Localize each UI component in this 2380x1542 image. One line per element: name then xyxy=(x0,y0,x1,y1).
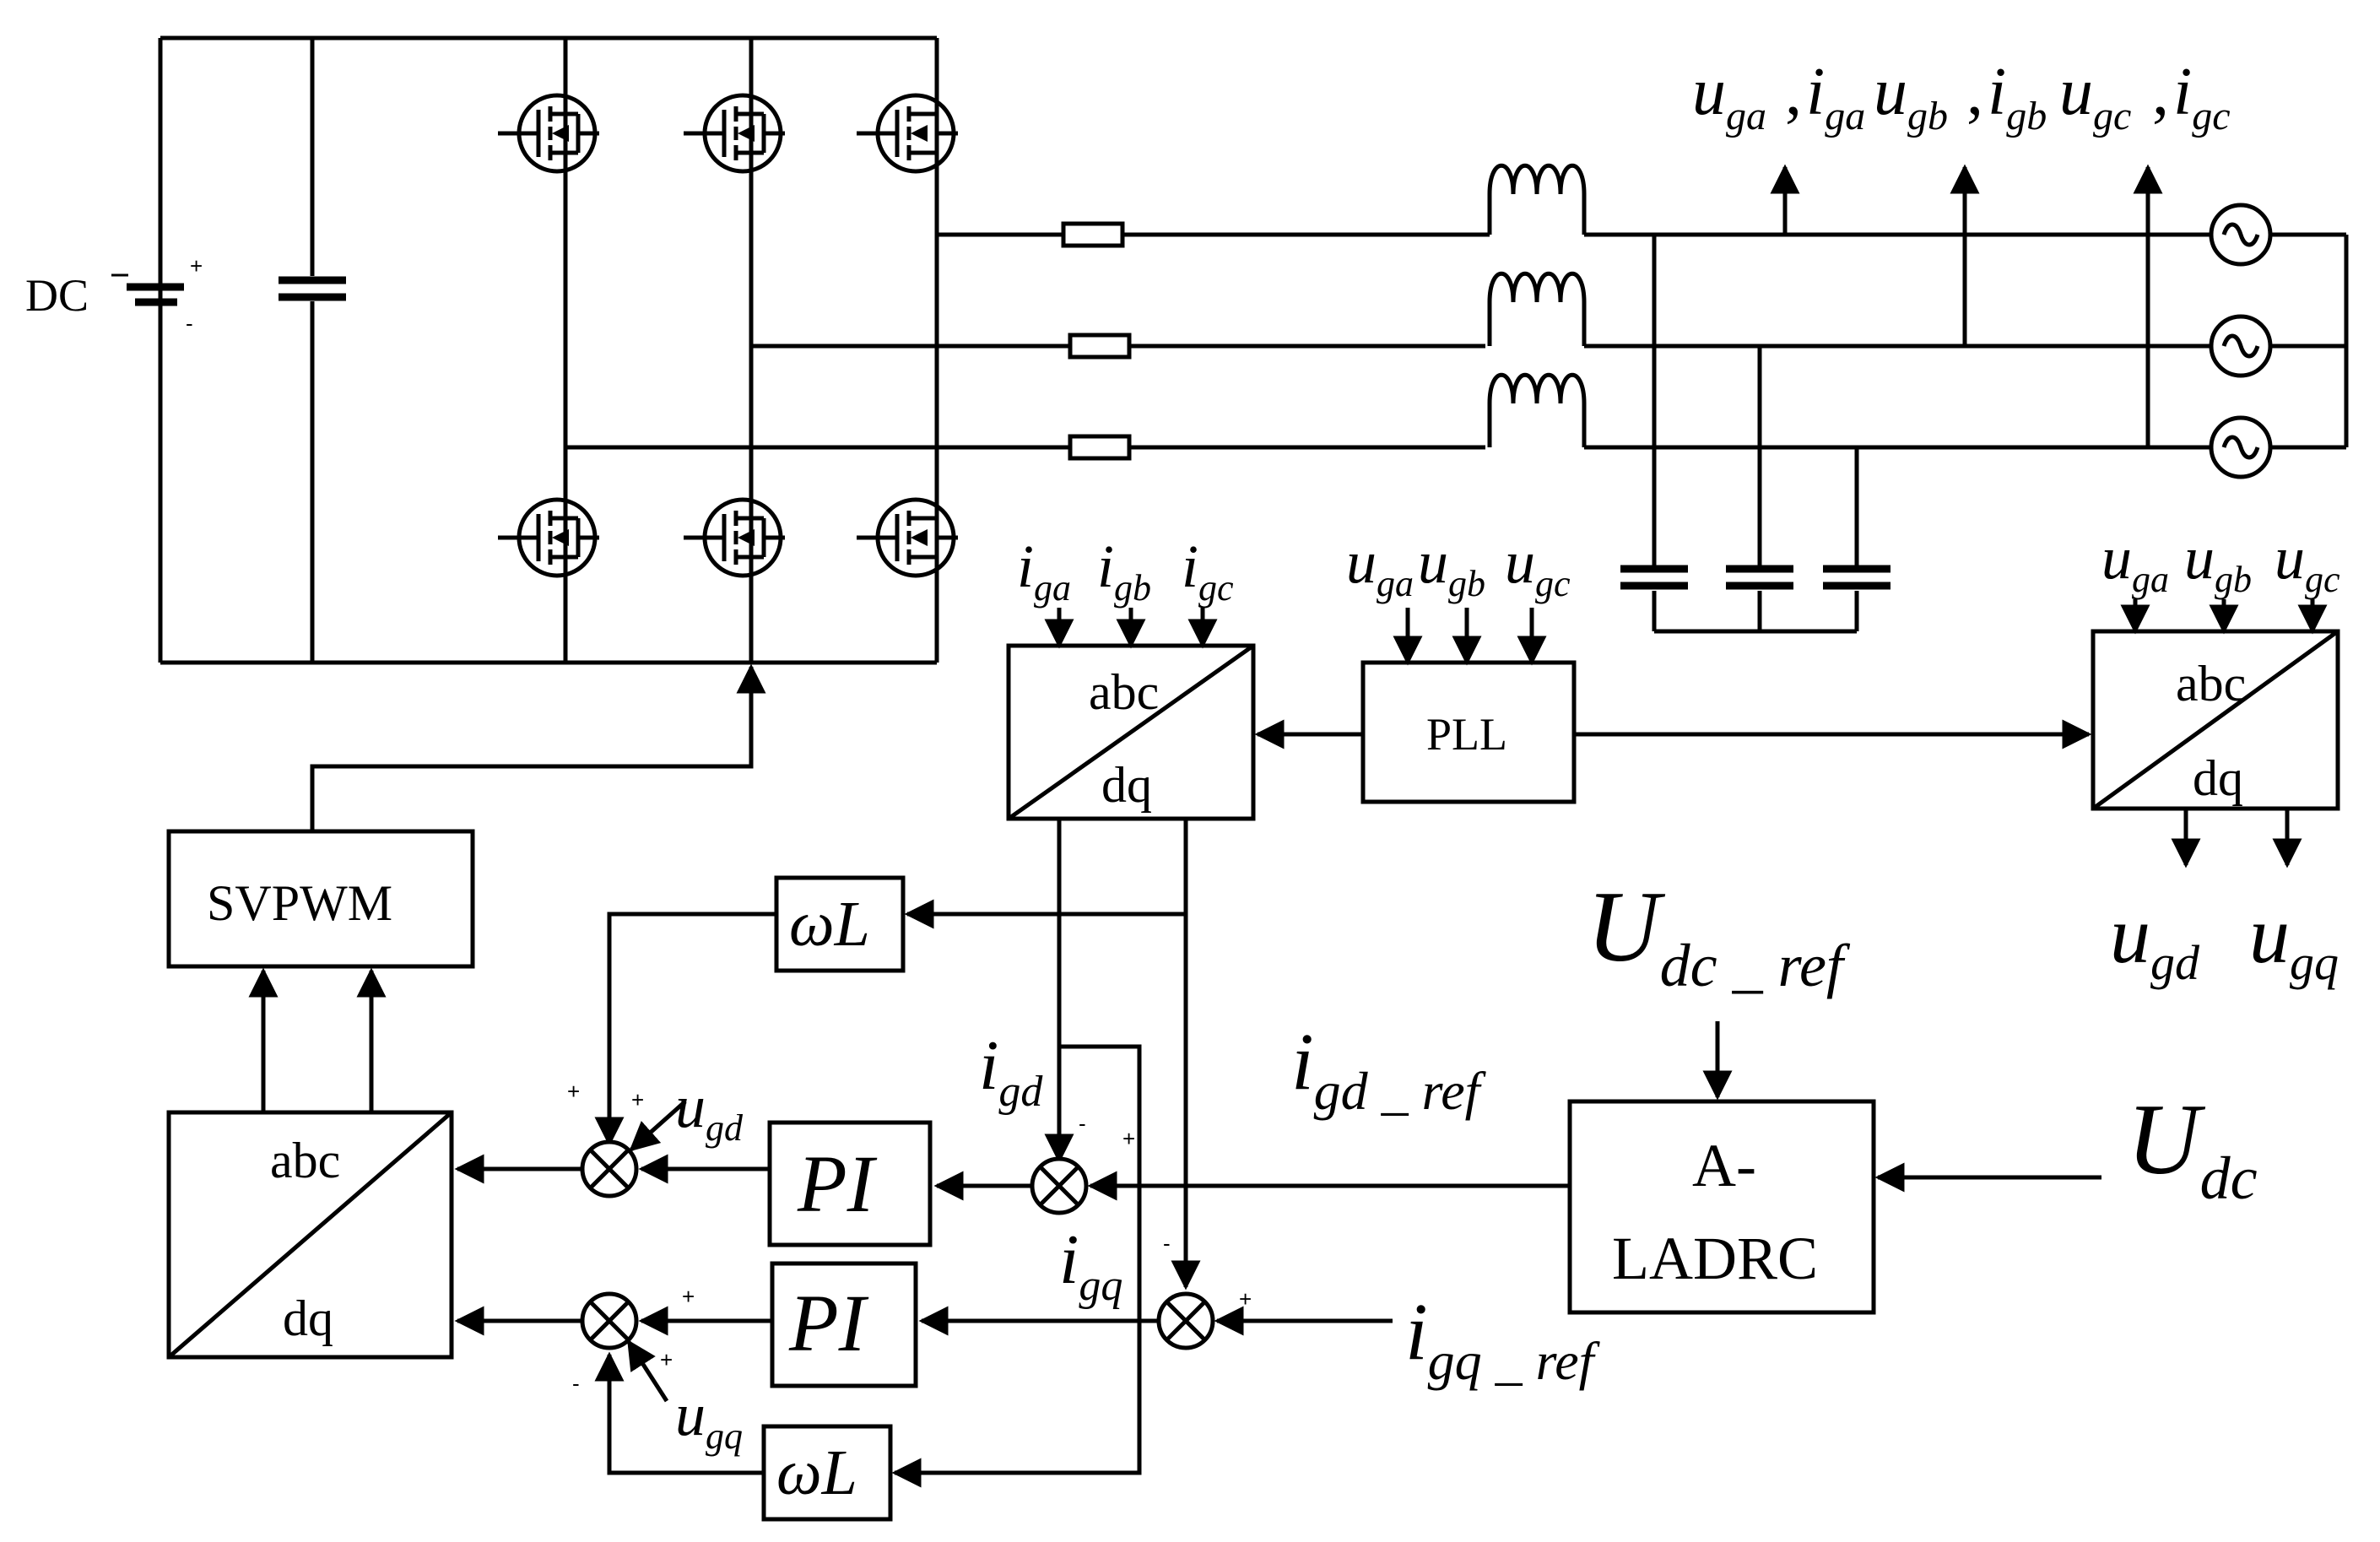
sign-plus: + xyxy=(631,1087,644,1112)
label-i-gd-ref: igd _ ref xyxy=(1291,1016,1487,1121)
battery-minus-sign: - xyxy=(186,311,193,336)
sign-plus: + xyxy=(682,1284,695,1309)
label-i-gd: igd xyxy=(979,1026,1043,1116)
resistor-a xyxy=(1061,221,1125,248)
sign-plus: + xyxy=(1122,1126,1135,1151)
resistor-b xyxy=(1068,333,1132,360)
label-U-dc-ref: Udc _ ref xyxy=(1587,870,1851,999)
filter-capacitor-b xyxy=(1726,569,1793,586)
current-abc-dq-transform: abc dq xyxy=(1006,643,1256,821)
comma-1: , xyxy=(1785,55,1802,129)
omega-l-label: ωL xyxy=(789,889,870,960)
input-i-gb: igb xyxy=(1097,533,1151,609)
voltage-input-labels: uga ugb ugc xyxy=(2101,524,2340,635)
power-stage: + - DC xyxy=(25,35,2349,665)
aladrc-label-line1: A- xyxy=(1692,1132,1756,1199)
grid-source-b xyxy=(2211,317,2270,376)
symbol-u-ga: uga xyxy=(1692,55,1766,138)
pll-input-labels: uga ugb ugc xyxy=(1346,528,1571,666)
sign-minus: - xyxy=(1163,1231,1171,1256)
dq-label: dq xyxy=(2193,750,2243,806)
label-i-gq-ref: igq _ ref xyxy=(1405,1286,1601,1391)
omega-l-block-d: ωL xyxy=(774,875,906,973)
pll-label: PLL xyxy=(1426,709,1507,760)
current-input-labels: iga igb igc xyxy=(1017,533,1234,649)
label-u-gd: ugd xyxy=(675,1073,744,1149)
pi-controller-q: PI xyxy=(770,1261,918,1388)
aladrc-label-line2: LADRC xyxy=(1612,1225,1818,1292)
sign-plus: + xyxy=(567,1079,580,1104)
symbol-i-ga: iga xyxy=(1806,55,1865,138)
symbol-i-gb: igb xyxy=(1988,55,2047,138)
filter-capacitor-a xyxy=(1620,569,1688,586)
voltage-abc-dq-transform: abc dq xyxy=(2091,629,2340,811)
inductor-b xyxy=(1487,273,1587,346)
dc-source-label: DC xyxy=(25,270,89,321)
input-u-ga: uga xyxy=(2101,524,2169,600)
sum-junction-q-voltage xyxy=(582,1294,636,1348)
pll-input-u-gb: ugb xyxy=(1418,528,1485,604)
sign-minus: - xyxy=(572,1371,580,1396)
switch-lower-c xyxy=(857,500,958,576)
battery-plus-sign: + xyxy=(190,253,203,279)
inverse-dq-abc-transform: abc dq xyxy=(166,1110,454,1360)
label-U-dc: Udc xyxy=(2127,1083,2258,1212)
dc-battery-symbol: + - xyxy=(111,253,203,336)
input-u-gc: ugc xyxy=(2275,524,2340,600)
svpwm-label: SVPWM xyxy=(207,875,392,931)
switch-upper-b xyxy=(684,95,785,171)
resistor-c xyxy=(1068,434,1132,461)
label-i-gq: igq xyxy=(1059,1220,1122,1310)
sign-minus: - xyxy=(1079,1111,1086,1136)
sign-plus: + xyxy=(1239,1286,1252,1312)
pi-label: PI xyxy=(797,1139,878,1229)
symbol-u-gb: ugb xyxy=(1874,55,1948,138)
abc-label: abc xyxy=(2176,656,2246,711)
input-i-ga: iga xyxy=(1017,533,1071,609)
output-u-gq: ugq xyxy=(2249,890,2339,990)
dq-label: dq xyxy=(283,1290,333,1346)
pll-input-u-gc: ugc xyxy=(1505,528,1571,604)
dc-link-capacitor xyxy=(279,280,346,297)
symbol-i-gc: igc xyxy=(2173,55,2231,138)
switch-upper-a xyxy=(498,95,599,171)
filter-capacitor-c xyxy=(1823,569,1890,586)
inductor-a xyxy=(1485,165,1587,237)
omega-l-block-q: ωL xyxy=(761,1424,893,1522)
grid-measurement-labels: uga , iga ugb , igb ugc , igc xyxy=(1692,55,2231,138)
aladrc-block: A- LADRC xyxy=(1567,1099,1876,1315)
grid-source-c xyxy=(2211,418,2270,477)
switch-lower-a xyxy=(498,500,599,576)
pll-block: PLL xyxy=(1360,660,1577,804)
grid-source-a xyxy=(2211,205,2270,264)
junction-sign-markers: + + - + - + + - + xyxy=(567,1079,1252,1396)
output-u-gd: ugd xyxy=(2110,890,2200,990)
inductor-c xyxy=(1487,375,1587,447)
abc-label: abc xyxy=(1089,664,1159,720)
comma-3: , xyxy=(2152,55,2169,129)
sum-junction-q-current xyxy=(1159,1294,1213,1348)
symbol-u-gc: ugc xyxy=(2059,55,2131,138)
sum-junction-d-current xyxy=(1032,1159,1086,1213)
dq-label: dq xyxy=(1101,757,1152,813)
switch-lower-b xyxy=(684,500,785,576)
omega-l-label: ωL xyxy=(776,1437,857,1508)
sum-junction-d-voltage xyxy=(582,1142,636,1196)
input-i-gc: igc xyxy=(1182,533,1234,609)
label-u-gq: ugq xyxy=(675,1381,743,1457)
switch-upper-c xyxy=(857,95,958,171)
pi-label: PI xyxy=(788,1278,869,1368)
svpwm-block: SVPWM xyxy=(166,829,475,969)
abc-label: abc xyxy=(270,1133,340,1188)
pll-input-u-ga: uga xyxy=(1346,528,1414,604)
comma-2: , xyxy=(1966,55,1983,129)
input-u-gb: ugb xyxy=(2184,524,2252,600)
control-signal-labels: Udc _ ref Udc igd _ ref igq _ ref igd ig… xyxy=(675,870,2258,1457)
sign-plus: + xyxy=(660,1347,673,1372)
pi-controller-d: PI xyxy=(767,1120,933,1247)
